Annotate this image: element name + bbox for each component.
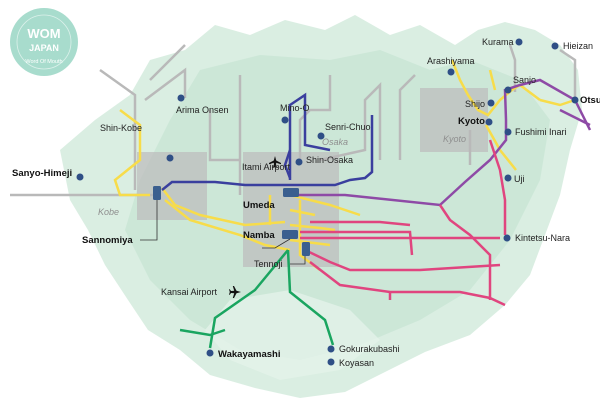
area-kyoto (420, 88, 488, 152)
station-dot-fushimi-inari (504, 128, 512, 136)
label-namba: Namba (243, 230, 275, 241)
station-dot-gokurakubashi (327, 345, 335, 353)
station-dot-kurama (515, 38, 523, 46)
label-gokurakubashi: Gokurakubashi (339, 344, 400, 354)
land-light (205, 290, 380, 380)
label-sanjo: Sanjo (513, 75, 536, 85)
lines-pink (300, 139, 507, 307)
badge-line1: WOM (27, 26, 60, 41)
station-dot-shin-kobe (166, 154, 174, 162)
station-dot-wakayamashi (206, 349, 214, 357)
label-shin-kobe: Shin-Kobe (100, 123, 142, 133)
label-shijo: Shijo (465, 99, 485, 109)
station-dot-senri-chuo (317, 132, 325, 140)
label-kurama: Kurama (482, 37, 514, 47)
station-dot-sanjo (504, 86, 512, 94)
station-dot-hieizan (551, 42, 559, 50)
lines-yellow (113, 59, 576, 271)
label-itami-airport: Itami Airport (242, 162, 291, 172)
station-dot-shijo (487, 99, 495, 107)
label-umeda: Umeda (243, 200, 275, 211)
station-dot-mino-o (281, 116, 289, 124)
station-dot-uji (504, 174, 512, 182)
hub-sannomiya (153, 186, 161, 200)
label-kyoto: Kyoto (458, 116, 485, 127)
badge-line2: JAPAN (29, 43, 59, 53)
wom-japan-logo: WOM JAPAN Word Of Mouth (10, 8, 78, 76)
label-senri-chuo: Senri-Chuo (325, 122, 371, 132)
station-dot-kintetsu-nara (503, 234, 511, 242)
area-label-kobe: Kobe (98, 207, 119, 217)
leader-lines (140, 200, 306, 265)
label-kintetsu-nara: Kintetsu-Nara (515, 233, 570, 243)
label-koyasan: Koyasan (339, 358, 374, 368)
station-dots (76, 38, 579, 366)
station-dot-kyoto (485, 118, 493, 126)
label-fushimi-inari: Fushimi Inari (515, 127, 567, 137)
label-otsu: Otsu (580, 95, 600, 106)
label-sannomiya: Sannomiya (82, 235, 133, 246)
label-mino-o: Mino-O (280, 103, 310, 113)
lines-green (179, 249, 335, 349)
station-dot-arima-onsen (177, 94, 185, 102)
area-label-osaka: Osaka (322, 137, 348, 147)
label-shin-osaka: Shin-Osaka (306, 155, 353, 165)
label-kansai-airport: Kansai Airport (161, 287, 218, 297)
airplane-icon-itami (269, 156, 281, 168)
label-arashiyama: Arashiyama (427, 56, 475, 66)
line-navy (161, 92, 374, 191)
station-dot-otsu (571, 96, 579, 104)
lines-grey (10, 44, 577, 197)
station-dot-arashiyama (447, 68, 455, 76)
station-dot-koyasan (327, 358, 335, 366)
hub-namba (282, 230, 298, 239)
station-dot-shin-osaka (295, 158, 303, 166)
label-hieizan: Hieizan (563, 41, 593, 51)
area-label-kyoto: Kyoto (443, 134, 466, 144)
station-dot-sanyo-himeji (76, 173, 84, 181)
hub-tennoji (302, 242, 310, 256)
label-wakayamashi: Wakayamashi (218, 349, 281, 360)
label-arima-onsen: Arima Onsen (176, 105, 229, 115)
airplane-icon-kansai (229, 286, 241, 298)
hub-umeda (283, 188, 299, 197)
label-tennoji: Tennoji (254, 259, 283, 269)
label-uji: Uji (514, 174, 525, 184)
area-kobe (137, 152, 207, 220)
label-sanyo-himeji: Sanyo-Himeji (12, 168, 72, 179)
badge-tagline: Word Of Mouth (25, 59, 62, 65)
